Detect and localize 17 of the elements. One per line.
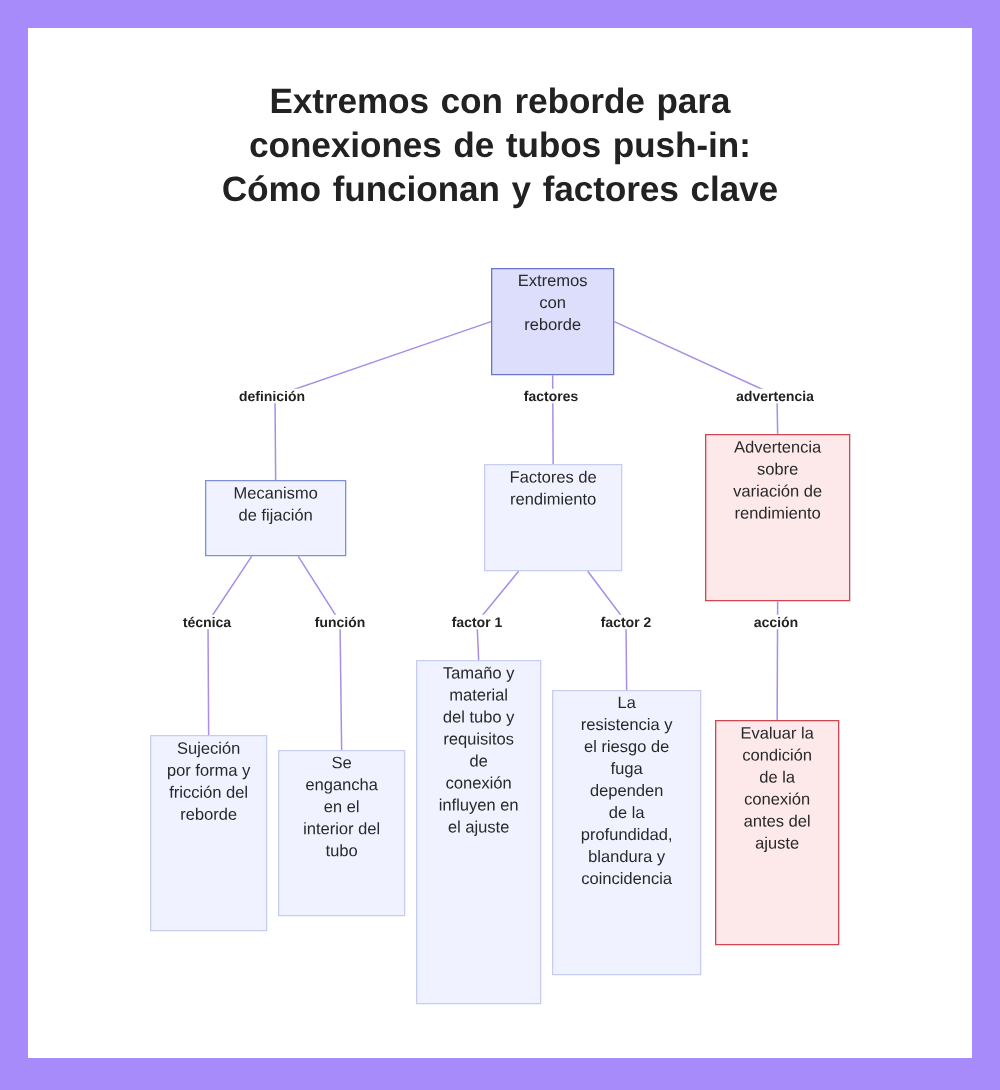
concept-box: Mecanismo de fijación [205,480,347,557]
connector-line [586,570,628,691]
concept-box: La resistencia y el riesgo de fuga dependen de la profundidad, blandura y coincidencia [552,690,702,976]
connector-line [274,320,492,481]
connector-line [613,320,779,435]
connector-line [551,374,554,465]
connector-line [776,600,779,721]
concept-box: Advertencia sobre variación de rendimiento [705,434,851,602]
connector-line [207,555,253,736]
concept-box: Factores de rendimiento [484,464,623,572]
title: Extremos con reborde para conexiones de tubos push-in: Cómo funcionan y factores clave [223,87,777,209]
connector-line [297,555,343,751]
concept-box: Extremos con reborde [491,268,615,376]
concept-box: Se engancha en el interior del tubo [278,750,406,917]
concept-box: Tamaño y material del tubo y requisitos de conexión influyen en el ajuste [416,660,542,1005]
concept-box: Evaluar la condición de la conexión antes del ajuste [715,720,840,946]
concept-box: Sujeción por forma y fricción del reborde [150,735,268,932]
